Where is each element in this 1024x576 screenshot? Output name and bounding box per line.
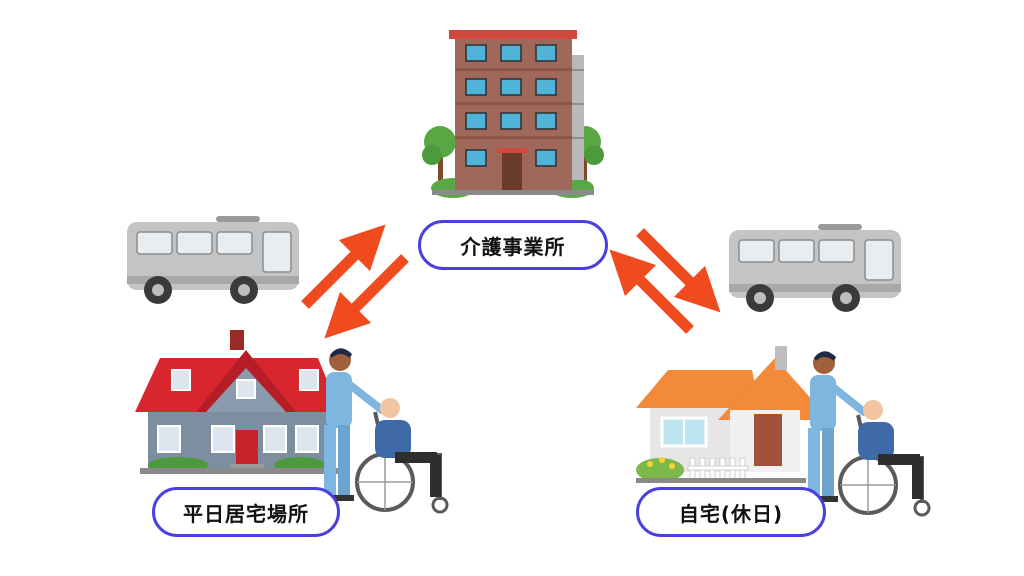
care-facility-building-icon <box>422 30 604 198</box>
arrows <box>301 224 721 339</box>
arrow-from-facility-right <box>636 228 721 313</box>
home-holiday-label: 自宅(休日) <box>636 487 826 537</box>
arrow-to-facility-right <box>609 249 694 334</box>
bus-left-icon <box>127 216 299 304</box>
arrow-from-facility-left <box>324 254 409 339</box>
bus-right-icon <box>729 224 901 312</box>
care-facility-label: 介護事業所 <box>418 220 608 270</box>
caregiver-with-wheelchair-right-icon <box>804 351 931 517</box>
weekday-residence-house-icon <box>135 330 340 474</box>
arrow-to-facility-left <box>301 224 386 309</box>
home-house-icon <box>636 346 830 483</box>
weekday-residence-label: 平日居宅場所 <box>152 487 340 537</box>
caregiver-with-wheelchair-left-icon <box>320 348 449 514</box>
